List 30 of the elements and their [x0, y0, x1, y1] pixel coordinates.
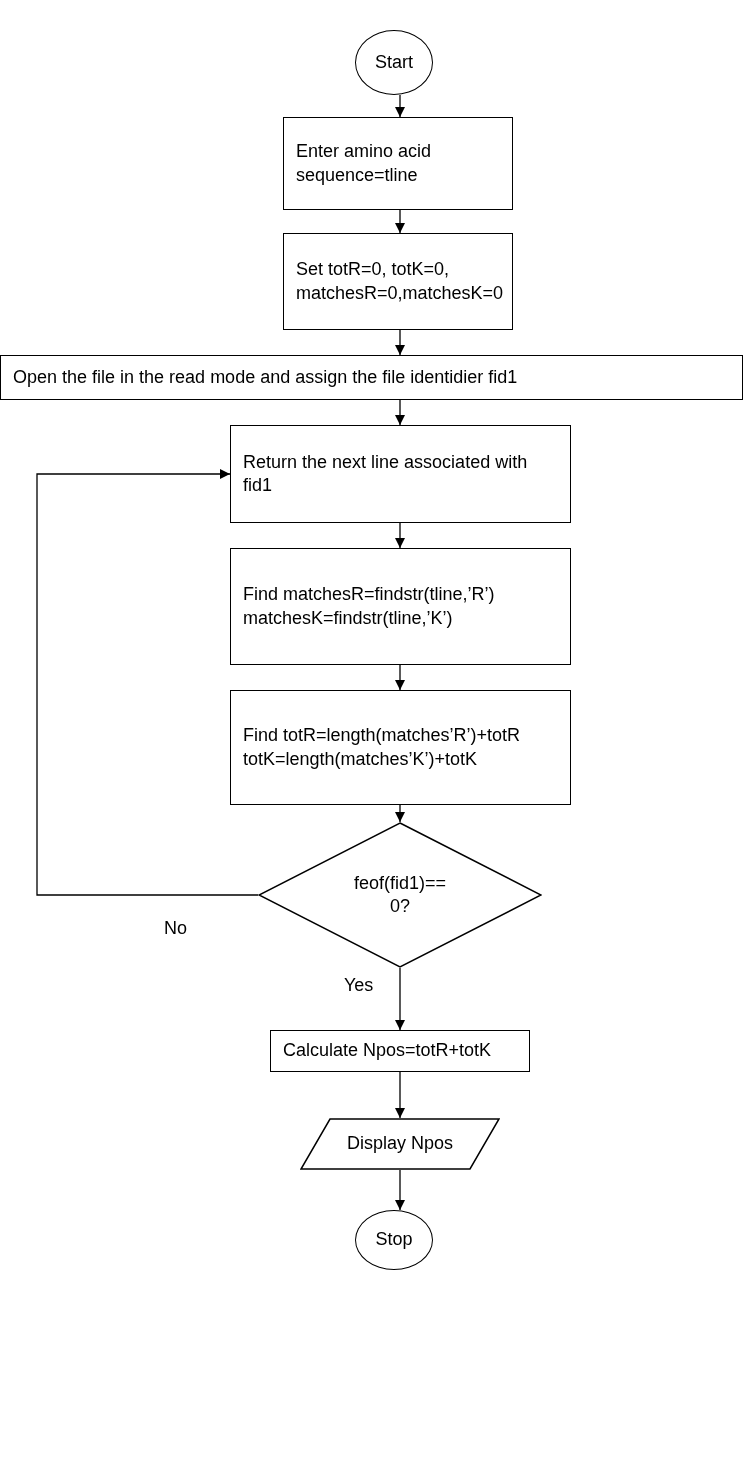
decision-diamond — [258, 822, 542, 968]
arrow — [395, 1169, 405, 1211]
node-text: Start — [375, 50, 413, 74]
process-box — [0, 355, 743, 400]
arrow — [395, 967, 405, 1031]
arrow — [395, 209, 405, 234]
arrow — [395, 522, 405, 549]
arrow — [395, 399, 405, 426]
arrow — [395, 329, 405, 356]
node-text: Display Npos — [346, 1132, 453, 1156]
arrow — [395, 664, 405, 691]
process-box — [270, 1030, 530, 1072]
arrow — [395, 1071, 405, 1119]
process-box — [230, 690, 571, 805]
node-text: Find totR=length(matches’R’)+totR totK=length(matches’K’)+totK — [243, 724, 522, 771]
arrow — [395, 804, 405, 823]
node-text: Calculate Npos=totR+totK — [283, 1039, 493, 1063]
node-text: Enter amino acid sequence=tline — [296, 140, 433, 187]
node-text: Stop — [375, 1228, 413, 1252]
arrow — [395, 94, 405, 118]
arrow — [36, 469, 259, 896]
node-text: Find matchesR=findstr(tline,’R’) matchesK=findstr(tline,’K’) — [243, 583, 496, 630]
process-box — [283, 233, 513, 330]
process-box — [230, 548, 571, 665]
node-text: feof(fid1)== 0? — [352, 871, 448, 918]
node-text: Return the next line associated with fid1 — [243, 450, 529, 497]
process-box — [283, 117, 513, 210]
io-parallelogram — [300, 1118, 500, 1170]
process-box — [230, 425, 571, 523]
node-text: Open the file in the read mode and assign the file identidier fid1 — [13, 365, 519, 389]
